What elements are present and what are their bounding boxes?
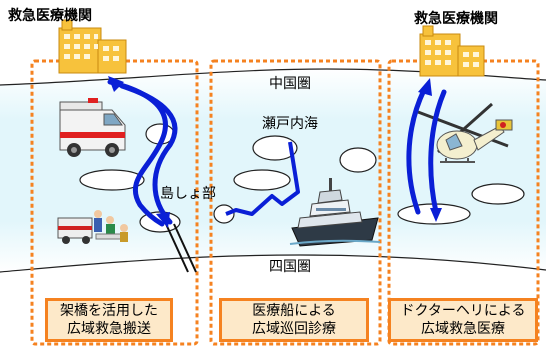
left-hospital-label: 救急医療機関 (8, 7, 92, 24)
heli-caption-box: ドクターヘリによる 広域救急医療 (388, 298, 538, 342)
islands (79, 123, 525, 233)
ambulance-icon (59, 98, 126, 157)
bridge-caption-box: 架橋を活用した 広域救急搬送 (45, 298, 173, 342)
island (471, 183, 525, 205)
island-region-label: 島しょ部 (160, 186, 216, 202)
hospital-building-icon (58, 19, 127, 74)
shikoku-coastline (0, 254, 546, 273)
caption-line: 架橋を活用した (60, 303, 158, 319)
helicopter-transport-arrows (406, 87, 447, 215)
arrow-head (108, 76, 124, 92)
right-hospital-label: 救急医療機関 (414, 10, 498, 27)
medical-ship-icon (289, 178, 381, 247)
island (339, 147, 377, 173)
hospital-building-icon (419, 25, 485, 77)
arrow-head (430, 208, 442, 222)
caption-line: 広域救急搬送 (67, 321, 151, 337)
island (213, 204, 235, 224)
caption-line: 広域救急医療 (421, 321, 505, 337)
bridge-transport-arrows (107, 79, 178, 227)
caption-line: 医療船による (252, 303, 336, 319)
island (252, 135, 298, 161)
caption-line: 広域巡回診療 (252, 321, 336, 337)
ship-caption-box: 医療船による 広域巡回診療 (219, 298, 369, 342)
chugoku-region-label: 中国圏 (269, 76, 311, 92)
caption-line: ドクターヘリによる (400, 303, 526, 319)
rescue-workers-icon (57, 210, 128, 244)
helicopter-icon (417, 102, 513, 163)
arrow-head (418, 78, 432, 96)
inland-sea-label: 瀬戸内海 (262, 116, 318, 132)
island (233, 169, 291, 191)
arrow-head (156, 212, 170, 228)
bridge-icon (165, 223, 197, 273)
ship-patrol-route (225, 141, 300, 216)
shikoku-region-label: 四国圏 (269, 259, 311, 275)
island (79, 169, 145, 191)
chugoku-coastline (0, 68, 546, 86)
